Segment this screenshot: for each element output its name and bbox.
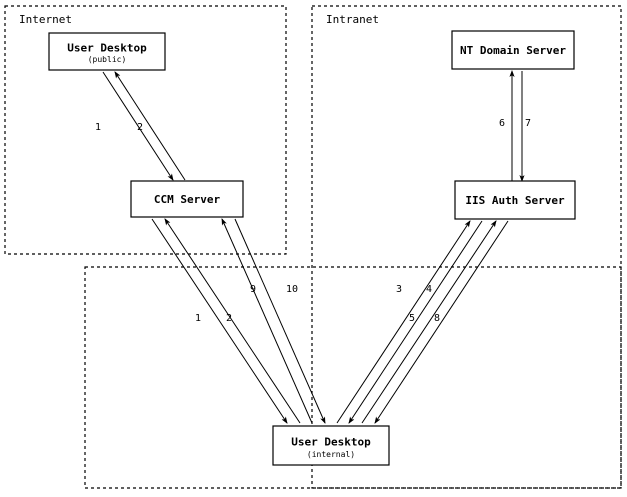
node-title-user-desktop-internal: User Desktop — [291, 436, 371, 449]
node-title-iis-auth-server: IIS Auth Server — [465, 194, 565, 207]
flow-arrow-flow-2-public — [114, 71, 186, 181]
flow-arrow-flow-9 — [221, 218, 313, 424]
flow-step-labels: 1 2 1 2 9 10 3 4 5 8 6 7 — [95, 118, 531, 324]
zone-label-internet: Internet — [19, 13, 72, 26]
node-title-ccm-server: CCM Server — [154, 193, 221, 206]
node-ccm-server: CCM Server — [130, 180, 244, 218]
zone-boundary-intranet — [311, 5, 622, 489]
step-label-flow-9: 9 — [250, 284, 256, 295]
flow-arrow-flow-1-internal — [151, 218, 288, 424]
node-box-nt-domain-server — [451, 30, 575, 70]
flow-arrow-flow-3 — [336, 220, 471, 424]
step-label-flow-4: 4 — [426, 284, 432, 295]
step-label-flow-7: 7 — [525, 118, 531, 129]
node-subtitle-user-desktop-public: (public) — [88, 55, 127, 64]
step-label-flow-6: 6 — [499, 118, 505, 129]
step-label-flow-2-public: 2 — [137, 122, 143, 133]
node-subtitle-user-desktop-internal: (internal) — [307, 450, 355, 459]
step-label-flow-10: 10 — [286, 284, 298, 295]
step-label-flow-2-internal: 2 — [226, 313, 232, 324]
step-label-flow-5: 5 — [409, 313, 415, 324]
flow-arrow-flow-4 — [348, 220, 483, 424]
node-box-iis-auth-server — [454, 180, 576, 220]
step-label-flow-1-internal: 1 — [195, 313, 201, 324]
zone-boundary-internet — [4, 5, 287, 255]
flow-arrow-flow-8 — [374, 220, 509, 424]
flow-arrow-flow-10 — [234, 218, 326, 424]
node-iis-auth-server: IIS Auth Server — [454, 180, 576, 220]
step-label-flow-1-public: 1 — [95, 122, 101, 133]
node-user-desktop-public: User Desktop(public) — [48, 32, 166, 71]
node-title-user-desktop-public: User Desktop — [67, 42, 147, 55]
flow-arrows — [102, 70, 525, 424]
node-user-desktop-internal: User Desktop(internal) — [272, 425, 390, 466]
flow-arrow-flow-2-internal — [164, 218, 301, 424]
node-box-user-desktop-internal — [272, 425, 390, 466]
node-box-ccm-server — [130, 180, 244, 218]
node-title-nt-domain-server: NT Domain Server — [460, 44, 566, 57]
node-box-user-desktop-public — [48, 32, 166, 71]
step-label-flow-3: 3 — [396, 284, 402, 295]
flow-arrow-flow-1-public — [102, 71, 174, 181]
zone-label-intranet: Intranet — [326, 13, 379, 26]
node-nt-domain-server: NT Domain Server — [451, 30, 575, 70]
flow-arrow-flow-5 — [361, 220, 497, 424]
step-label-flow-8: 8 — [434, 313, 440, 324]
zone-boundaries: Internet Intranet — [4, 5, 622, 489]
